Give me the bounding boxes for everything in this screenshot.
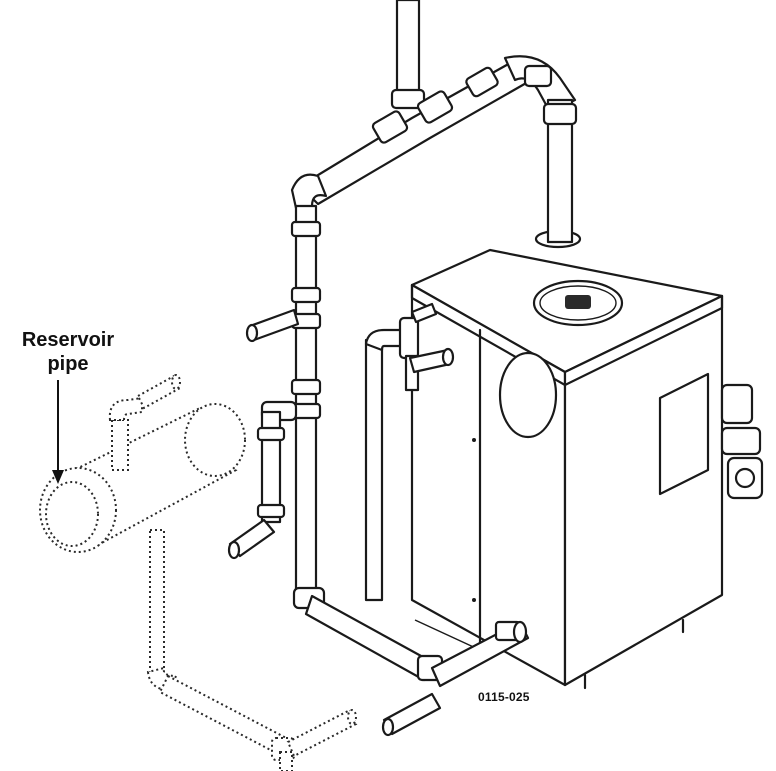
supply-piping [227,0,578,737]
reservoir-label-line2: pipe [47,353,89,375]
boiler-cabinet [410,229,764,690]
figure-code: 0115-025 [478,690,530,704]
reservoir-label-line1: Reservoir [21,329,115,351]
reservoir-label-arrow [52,380,64,484]
reservoir-pipe-label: Reservoir pipe [8,328,128,376]
burner-assembly [720,383,764,500]
reservoir-pipe [39,374,358,771]
